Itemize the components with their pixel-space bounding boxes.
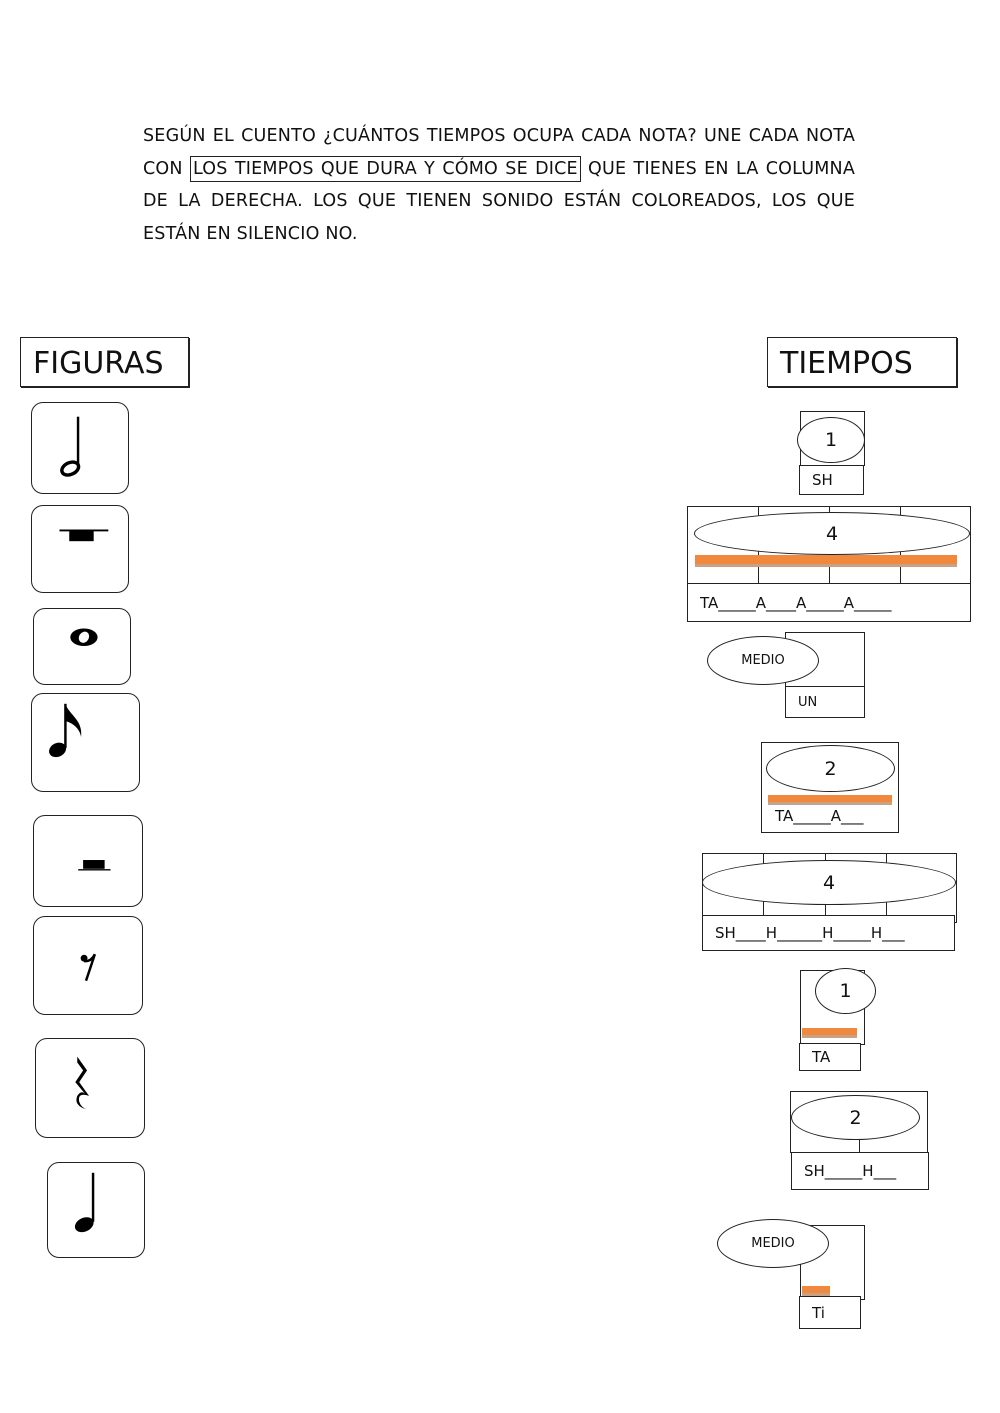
say-box: SH____H______H_____H___ — [702, 915, 955, 951]
figure-card-quarter-rest[interactable] — [35, 1038, 145, 1138]
eighth-rest-icon — [80, 953, 97, 982]
say-box: Ti — [799, 1296, 861, 1329]
instructions: SEGÚN EL CUENTO ¿CUÁNTOS TIEMPOS OCUPA C… — [143, 120, 855, 250]
figure-card-whole-note[interactable] — [33, 608, 131, 685]
sound-bar — [695, 555, 957, 564]
say-box: SH — [799, 465, 864, 495]
beat-box — [761, 742, 899, 833]
say-box: SH_____H___ — [791, 1152, 929, 1190]
half-rest-icon — [78, 860, 111, 871]
instructions-text: SEGÚN EL CUENTO ¿CUÁNTOS TIEMPOS OCUPA C… — [143, 126, 855, 179]
whole-rest-icon — [59, 529, 109, 542]
whole-note-icon — [70, 628, 98, 647]
beats-oval: 2 — [791, 1095, 920, 1140]
instructions-text-end: QUE TIENES EN LA COLUMNA DE LA DERECHA. … — [143, 158, 856, 244]
beats-oval: 1 — [815, 968, 876, 1014]
tiempos-header: TIEMPOS — [767, 337, 957, 387]
say-box: TA_____A____A_____A_____ — [687, 583, 971, 622]
say-box: UN — [785, 686, 865, 718]
beats-oval: 4 — [694, 512, 970, 555]
figure-card-eighth-rest[interactable] — [33, 916, 143, 1015]
sound-bar — [802, 1028, 857, 1035]
figure-card-half-note[interactable] — [31, 402, 129, 494]
quarter-rest-icon — [75, 1056, 90, 1110]
figure-card-whole-rest[interactable] — [31, 505, 129, 593]
divider — [859, 1140, 860, 1153]
quarter-note-icon — [74, 1172, 95, 1233]
half-note-icon — [60, 416, 81, 477]
beats-oval: 1 — [797, 417, 865, 463]
figure-card-quarter-note[interactable] — [47, 1162, 145, 1258]
instructions-highlight: LOS TIEMPOS QUE DURA Y CÓMO SE DICE — [189, 155, 581, 182]
beats-oval: MEDIO — [707, 636, 819, 685]
beats-oval: MEDIO — [717, 1219, 829, 1268]
figure-card-eighth-note[interactable] — [31, 693, 140, 792]
sound-bar — [802, 1286, 830, 1293]
figuras-header: FIGURAS — [20, 337, 189, 387]
sound-bar — [768, 795, 892, 802]
eighth-note-icon — [49, 703, 82, 758]
beats-oval: 2 — [766, 745, 895, 792]
say-box: TA — [799, 1043, 861, 1071]
beats-oval: 4 — [702, 860, 956, 905]
figure-card-half-rest[interactable] — [33, 815, 143, 907]
say-text: TA_____A___ — [775, 807, 864, 825]
